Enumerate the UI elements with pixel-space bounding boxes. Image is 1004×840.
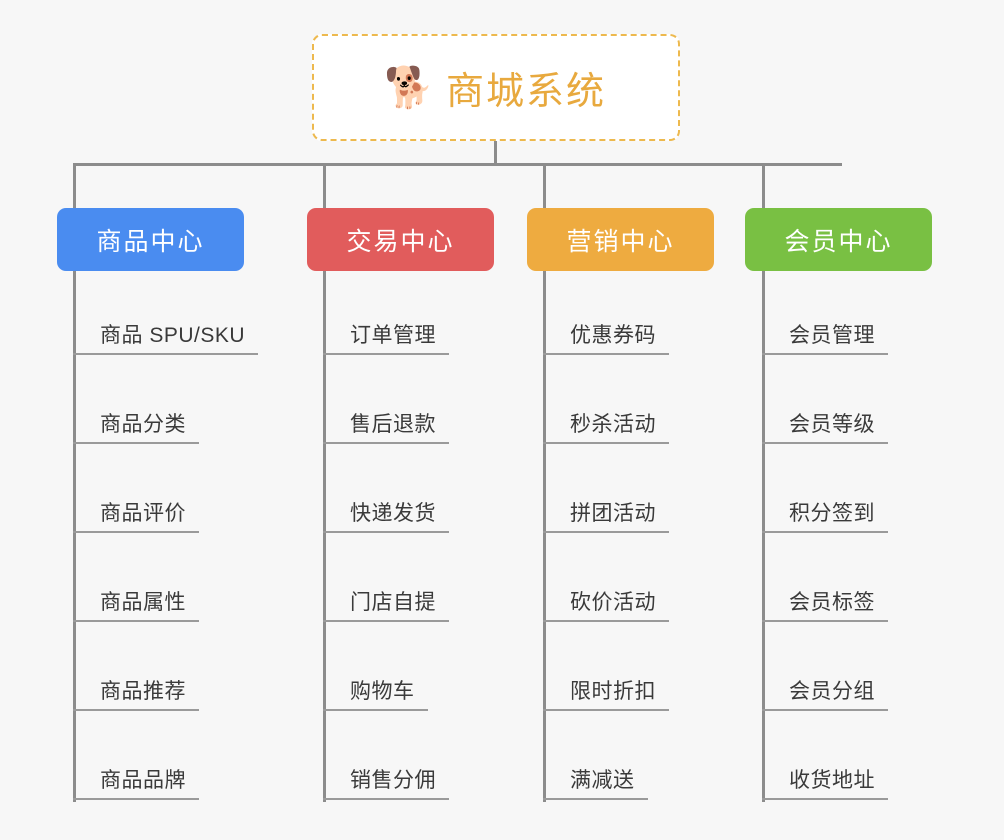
category-header-3[interactable]: 营销中心 bbox=[527, 208, 714, 271]
leaf-item-label: 销售分佣 bbox=[350, 769, 436, 792]
connector-branch-3 bbox=[543, 163, 546, 208]
leaf-item-label: 秒杀活动 bbox=[570, 413, 656, 436]
connector-column-trunk bbox=[543, 271, 546, 802]
leaf-item-underline bbox=[323, 798, 449, 800]
leaf-item-underline bbox=[543, 709, 669, 711]
leaf-item-underline bbox=[762, 709, 888, 711]
leaf-item-underline bbox=[73, 353, 258, 355]
connector-horizontal-bus bbox=[73, 163, 842, 166]
root-node-title: 商城系统 bbox=[445, 71, 606, 113]
connector-branch-1 bbox=[73, 163, 76, 208]
leaf-item-label: 售后退款 bbox=[350, 413, 436, 436]
leaf-item-underline bbox=[762, 620, 888, 622]
category-header-4[interactable]: 会员中心 bbox=[745, 208, 932, 271]
category-header-2[interactable]: 交易中心 bbox=[307, 208, 494, 271]
category-header-1[interactable]: 商品中心 bbox=[57, 208, 244, 271]
leaf-item-underline bbox=[323, 353, 449, 355]
leaf-item-underline bbox=[73, 620, 199, 622]
shiba-dog-face-icon: 🐕 bbox=[384, 65, 434, 110]
leaf-item-underline bbox=[323, 442, 449, 444]
leaf-item-underline bbox=[323, 620, 449, 622]
leaf-item-label: 商品属性 bbox=[100, 591, 186, 614]
leaf-item-underline bbox=[543, 620, 669, 622]
leaf-item-label: 会员标签 bbox=[789, 591, 875, 614]
leaf-item-underline bbox=[73, 709, 199, 711]
leaf-item-underline bbox=[73, 531, 199, 533]
category-header-label: 会员中心 bbox=[784, 227, 893, 256]
leaf-item-underline bbox=[543, 798, 648, 800]
leaf-item-label: 商品评价 bbox=[100, 502, 186, 525]
leaf-item-underline bbox=[543, 531, 669, 533]
leaf-item-label: 商品推荐 bbox=[100, 680, 186, 703]
leaf-item-underline bbox=[762, 531, 888, 533]
connector-branch-4 bbox=[762, 163, 765, 208]
category-header-label: 商品中心 bbox=[96, 227, 205, 256]
leaf-item-label: 门店自提 bbox=[350, 591, 436, 614]
leaf-item-underline bbox=[543, 353, 669, 355]
connector-column-trunk bbox=[73, 271, 76, 802]
leaf-item-underline bbox=[762, 798, 888, 800]
leaf-item-label: 商品 SPU/SKU bbox=[100, 324, 246, 347]
leaf-item-label: 限时折扣 bbox=[570, 680, 656, 703]
leaf-item-label: 会员分组 bbox=[789, 680, 875, 703]
leaf-item-label: 满减送 bbox=[570, 769, 635, 792]
leaf-item-underline bbox=[543, 442, 669, 444]
connector-column-trunk bbox=[762, 271, 765, 802]
root-node-mall-system[interactable]: 🐕 商城系统 bbox=[312, 34, 680, 141]
connector-branch-2 bbox=[323, 163, 326, 208]
connector-root-stem bbox=[494, 141, 497, 165]
leaf-item-label: 会员管理 bbox=[789, 324, 875, 347]
leaf-item-label: 砍价活动 bbox=[570, 591, 656, 614]
leaf-item-label: 积分签到 bbox=[789, 502, 875, 525]
leaf-item-underline bbox=[73, 442, 199, 444]
category-header-label: 营销中心 bbox=[566, 227, 675, 256]
leaf-item-label: 收货地址 bbox=[789, 769, 875, 792]
leaf-item-label: 拼团活动 bbox=[570, 502, 656, 525]
leaf-item-label: 商品品牌 bbox=[100, 769, 186, 792]
leaf-item-underline bbox=[762, 353, 888, 355]
leaf-item-label: 会员等级 bbox=[789, 413, 875, 436]
leaf-item-underline bbox=[73, 798, 199, 800]
leaf-item-label: 商品分类 bbox=[100, 413, 186, 436]
connector-column-trunk bbox=[323, 271, 326, 802]
leaf-item-label: 快递发货 bbox=[350, 502, 436, 525]
leaf-item-label: 订单管理 bbox=[350, 324, 436, 347]
leaf-item-label: 购物车 bbox=[350, 680, 415, 703]
leaf-item-underline bbox=[323, 531, 449, 533]
leaf-item-underline bbox=[323, 709, 428, 711]
category-header-label: 交易中心 bbox=[346, 227, 455, 256]
leaf-item-underline bbox=[762, 442, 888, 444]
leaf-item-label: 优惠券码 bbox=[570, 324, 656, 347]
